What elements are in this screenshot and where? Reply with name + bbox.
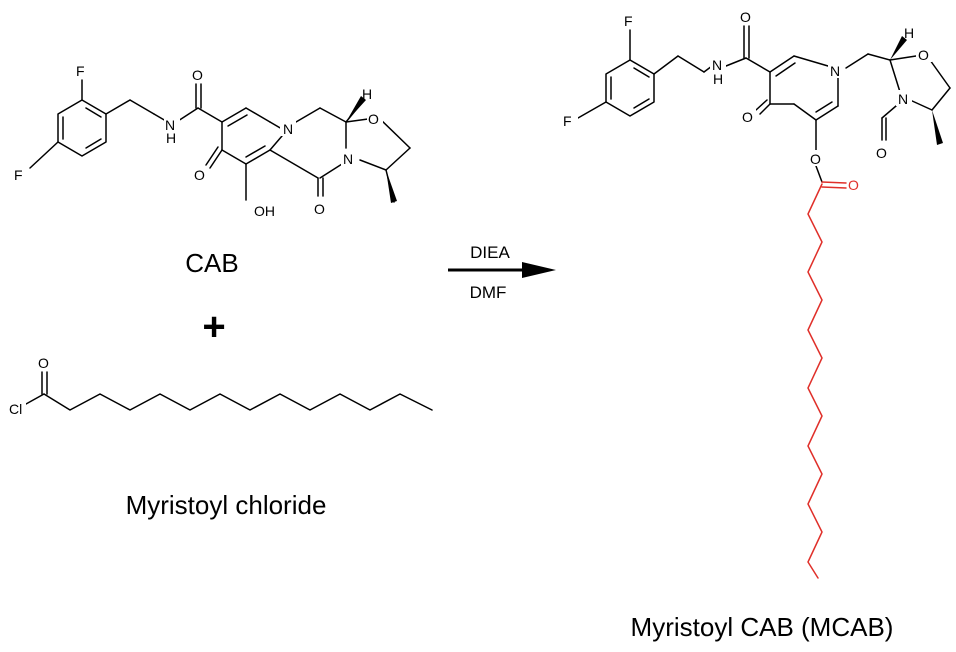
mc-atom-chlorine: Cl xyxy=(9,401,22,417)
mcab-atom-ester-carbonyl-o: O xyxy=(848,177,859,193)
cab-atom-amide-n: N xyxy=(165,117,175,133)
mcab-atom-amide-o: O xyxy=(740,9,751,25)
cab-atom-ring-n: N xyxy=(283,121,293,137)
mcab-atom-ox-o: O xyxy=(918,47,929,63)
mcab-atom-f-ortho: F xyxy=(624,13,633,29)
mcab-wedge-h xyxy=(890,36,907,60)
mcab-structure: F F N H O O O O N N O O H xyxy=(562,8,951,579)
plus-sign: + xyxy=(202,305,225,349)
mcab-atom-ox-n: N xyxy=(898,91,908,107)
mcab-atom-amide-h: H xyxy=(713,71,723,87)
cab-atom-ox-o: O xyxy=(368,111,379,127)
reagent-dmf: DMF xyxy=(470,283,507,302)
mcab-atom-amide-n: N xyxy=(712,57,722,73)
mcab-myristoyl-chain xyxy=(807,181,847,579)
mcab-wedge-methyl xyxy=(932,110,943,145)
cab-atom-f-ortho: F xyxy=(76,63,85,79)
cab-atom-stereo-h: H xyxy=(362,86,372,102)
cab-bonds xyxy=(29,79,411,203)
mcab-atom-ring-n: N xyxy=(830,63,840,79)
mcab-bonds xyxy=(577,25,951,183)
mcab-atom-ester-o: O xyxy=(810,151,821,167)
mc-atom-carbonyl-o: O xyxy=(38,355,49,371)
mcab-atom-stereo-h: H xyxy=(904,25,914,41)
reagent-diea: DIEA xyxy=(470,243,510,262)
cab-atom-hydroxyl: OH xyxy=(254,203,275,219)
cab-atom-amide-o: O xyxy=(192,67,203,83)
cab-atom-lactam-o: O xyxy=(314,201,325,217)
cab-atom-ring-o: O xyxy=(194,167,205,183)
myristoyl-chloride-structure: O Cl xyxy=(8,354,433,417)
cab-wedge-h xyxy=(346,96,366,122)
mcab-label: Myristoyl CAB (MCAB) xyxy=(631,612,894,642)
cab-label: CAB xyxy=(185,248,238,278)
reaction-arrow xyxy=(448,262,556,278)
myristoyl-chloride-label: Myristoyl chloride xyxy=(126,490,327,520)
cab-structure: F F N H O O OH O N N O H xyxy=(12,62,411,219)
cab-wedge-methyl xyxy=(386,170,397,203)
cab-atom-amide-h: H xyxy=(166,130,176,146)
cab-atom-ox-n: N xyxy=(343,151,353,167)
myristoyl-chloride-bonds xyxy=(25,371,433,411)
cab-atom-f-para: F xyxy=(14,167,23,183)
mcab-atom-formyl-o: O xyxy=(876,145,887,161)
mcab-atom-ring-o: O xyxy=(742,109,753,125)
mcab-atom-f-para: F xyxy=(563,113,572,129)
